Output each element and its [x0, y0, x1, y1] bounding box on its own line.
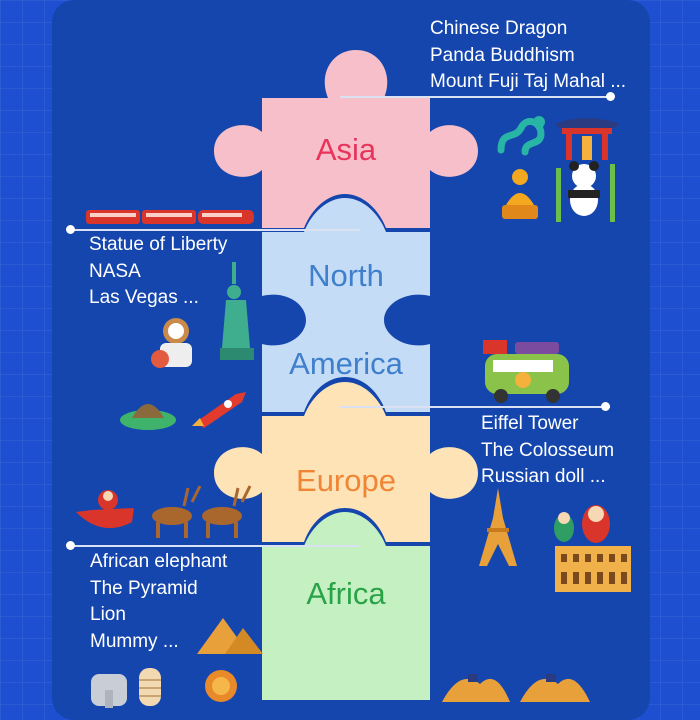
- puzzle-piece-asia: [214, 50, 478, 228]
- asia-caption: Chinese Dragon Panda Buddhism Mount Fuji…: [430, 16, 626, 96]
- caption-line: The Colosseum: [481, 439, 615, 461]
- region-label-europe: Europe: [296, 463, 396, 498]
- region-label-africa: Africa: [306, 576, 386, 611]
- caption-line: Panda Buddhism: [430, 44, 575, 66]
- caption-line: African elephant: [90, 551, 228, 572]
- asia-connector-dot: [606, 92, 615, 101]
- train-icon: [86, 210, 254, 224]
- caption-line: Russian doll ...: [481, 466, 606, 487]
- europe-connector-dot: [601, 402, 610, 411]
- caption-line: Chinese Dragon: [430, 18, 568, 39]
- caption-line: Las Vegas ...: [89, 287, 199, 308]
- puzzle-piece-north-america: [262, 198, 430, 412]
- lion-icon: [205, 670, 237, 702]
- matryoshka-icon: [554, 505, 610, 543]
- panda-icon: [556, 161, 615, 222]
- hippie-van-icon: [483, 340, 569, 403]
- america-caption: Statue of Liberty NASA Las Vegas ...: [89, 232, 227, 312]
- elephant-icon: [91, 674, 127, 708]
- america-connector-dot: [66, 225, 75, 234]
- caption-line: Lion: [90, 604, 126, 625]
- africa-connector-line: [72, 545, 360, 547]
- europe-connector-line: [340, 406, 610, 408]
- statue-of-liberty-icon: [220, 262, 254, 360]
- region-label-asia: Asia: [315, 132, 377, 167]
- africa-caption: African elephant The Pyramid Lion Mummy …: [90, 549, 227, 655]
- caption-line: Eiffel Tower: [481, 413, 579, 434]
- region-label-america: America: [289, 346, 403, 381]
- africa-connector-dot: [66, 541, 75, 550]
- reindeer-sleigh-icon: [76, 485, 252, 538]
- rocket-icon: [192, 392, 246, 428]
- region-label-north: North: [308, 258, 384, 293]
- chinese-gate-icon: [554, 118, 620, 160]
- puzzle-piece-africa: [262, 512, 430, 700]
- mummy-icon: [139, 668, 161, 706]
- dragon-icon: [497, 116, 545, 156]
- caption-line: NASA: [89, 260, 141, 282]
- caption-line: Statue of Liberty: [89, 234, 228, 255]
- caption-line: Mummy ...: [90, 630, 179, 652]
- europe-caption: Eiffel Tower The Colosseum Russian doll …: [481, 411, 614, 491]
- ufo-icon: [120, 404, 176, 430]
- pyramid-icon: [197, 618, 263, 654]
- puzzle-piece-europe: [214, 382, 478, 542]
- asia-connector-line: [340, 96, 610, 98]
- colosseum-icon: [555, 546, 631, 592]
- buddha-icon: [502, 169, 538, 219]
- eiffel-tower-icon: [479, 488, 517, 566]
- caption-line: The Pyramid: [90, 577, 198, 599]
- astronaut-icon: [151, 318, 192, 368]
- america-connector-line: [72, 229, 360, 231]
- camel-icon: [442, 674, 590, 702]
- puzzle-column: [214, 50, 478, 700]
- caption-line: Mount Fuji Taj Mahal ...: [430, 71, 627, 92]
